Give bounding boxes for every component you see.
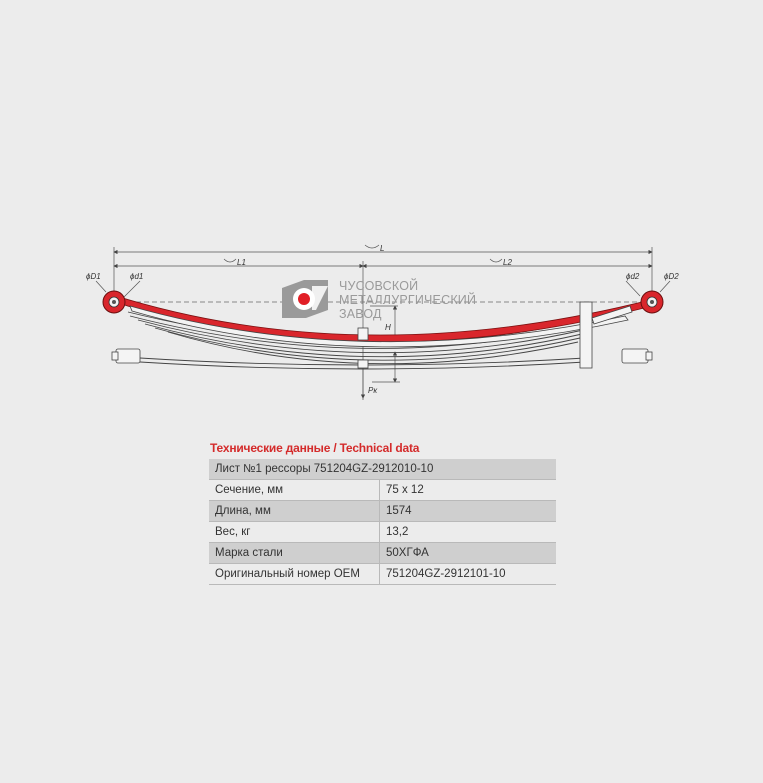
company-logo: ЧУСОВСКОЙ МЕТАЛЛУРГИЧЕСКИЙ ЗАВОД (282, 278, 476, 321)
row-label: Сечение, мм (209, 479, 380, 501)
row-value: 13,2 (379, 521, 556, 543)
rear-eye (640, 290, 664, 314)
logo-line-3: ЗАВОД (339, 307, 382, 321)
row-value: 75 x 12 (379, 479, 556, 501)
label-l2: L2 (503, 258, 512, 267)
label-d02: ϕD2 (664, 272, 679, 281)
row-label: Оригинальный номер OEM (209, 563, 380, 585)
label-pk: Pк (368, 386, 378, 395)
table-row: Оригинальный номер OEM 751204GZ-2912101-… (209, 563, 556, 585)
row-label: Длина, мм (209, 500, 380, 522)
label-d01: ϕD1 (86, 272, 101, 281)
center-bolt (357, 327, 369, 369)
row-value: 1574 (379, 500, 556, 522)
logo-icon (282, 280, 328, 318)
table-header-row: Лист №1 рессоры 751204GZ-2912010-10 (209, 459, 556, 480)
rear-clamp (579, 301, 633, 369)
table-row: Марка стали 50ХГФА (209, 542, 556, 564)
front-eye (102, 290, 126, 314)
table-row: Сечение, мм 75 x 12 (209, 479, 556, 501)
table-row: Длина, мм 1574 (209, 500, 556, 522)
tech-data-title: Технические данные / Technical data (210, 441, 420, 455)
label-h: H (385, 323, 391, 332)
logo-line-1: ЧУСОВСКОЙ (339, 278, 418, 293)
logo-line-2: МЕТАЛЛУРГИЧЕСКИЙ (339, 292, 476, 307)
rubber-pads (111, 348, 653, 364)
row-label: Марка стали (209, 542, 380, 564)
row-value: 751204GZ-2912101-10 (379, 563, 556, 585)
row-value: 50ХГФА (379, 542, 556, 564)
row-label: Вес, кг (209, 521, 380, 543)
leaf-spring-drawing: L L1 L2 ϕD1 ϕd1 ϕd2 ϕD2 H Pк ЧУСОВСКОЙ М… (86, 244, 679, 400)
label-l: L (380, 244, 384, 253)
table-row: Вес, кг 13,2 (209, 521, 556, 543)
label-d1: ϕd1 (130, 272, 143, 281)
table-header: Лист №1 рессоры 751204GZ-2912010-10 (209, 459, 556, 480)
label-l1: L1 (237, 258, 246, 267)
second-leaf (129, 305, 629, 348)
label-d2: ϕd2 (626, 272, 640, 281)
spec-table: Лист №1 рессоры 751204GZ-2912010-10 Сече… (209, 459, 556, 585)
